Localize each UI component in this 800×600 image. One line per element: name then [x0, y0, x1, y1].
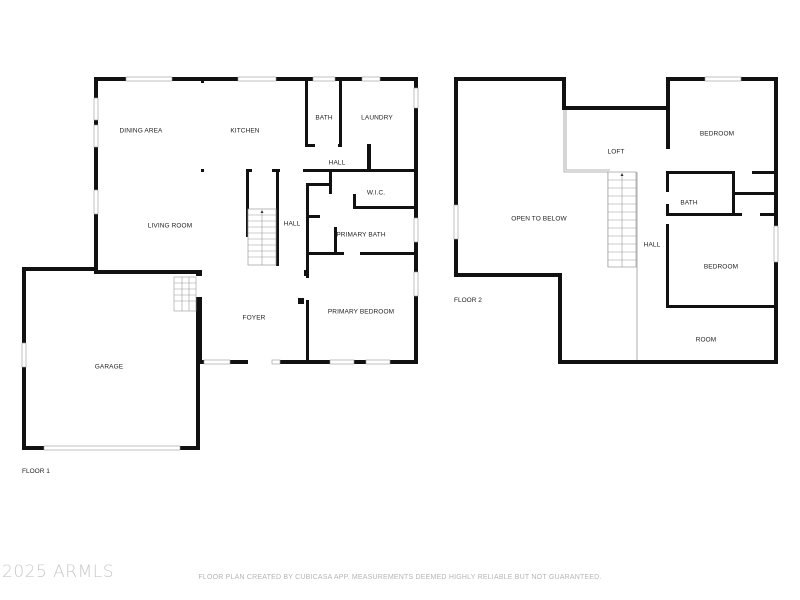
room-label-kitchen: KITCHEN — [230, 128, 259, 135]
stairs-garage — [173, 276, 197, 312]
room-label-bath-2: BATH — [680, 200, 697, 207]
room-label-hall-2: HALL — [644, 242, 661, 249]
room-label-primary-bath: PRIMARY BATH — [336, 232, 385, 239]
room-label-dining-area: DINING AREA — [120, 128, 164, 135]
room-label-garage: GARAGE — [95, 364, 124, 371]
stairs-floor-1 — [248, 210, 276, 265]
room-label-bath: BATH — [315, 115, 332, 122]
room-label-bedroom-2: BEDROOM — [704, 264, 738, 271]
disclaimer-text: FLOOR PLAN CREATED BY CUBICASA APP. MEAS… — [198, 574, 602, 581]
room-label-living-room: LIVING ROOM — [148, 223, 192, 230]
room-label-wic: W.I.C. — [367, 190, 385, 197]
armls-watermark: 2025 ARMLS — [2, 562, 115, 582]
room-label-room: ROOM — [696, 337, 717, 344]
room-label-open-to-below: OPEN TO BELOW — [511, 216, 567, 223]
floor-2-plan: LOFT BEDROOM OPEN TO BELOW BATH HALL BED… — [453, 76, 779, 364]
floor-1-label: FLOOR 1 — [22, 468, 50, 475]
room-label-loft: LOFT — [607, 149, 624, 156]
room-label-foyer: FOYER — [243, 315, 266, 322]
stairs-floor-2 — [607, 171, 638, 362]
room-label-bedroom-1: BEDROOM — [700, 131, 734, 138]
floor-1-plan: DINING AREA KITCHEN BATH LAUNDRY HALL W.… — [21, 76, 419, 475]
room-label-primary-bedroom: PRIMARY BEDROOM — [328, 309, 394, 316]
room-label-hall-stair: HALL — [284, 221, 301, 228]
floor-2-label: FLOOR 2 — [454, 297, 482, 304]
room-label-laundry: LAUNDRY — [361, 115, 393, 122]
room-label-hall-upper: HALL — [329, 160, 346, 167]
